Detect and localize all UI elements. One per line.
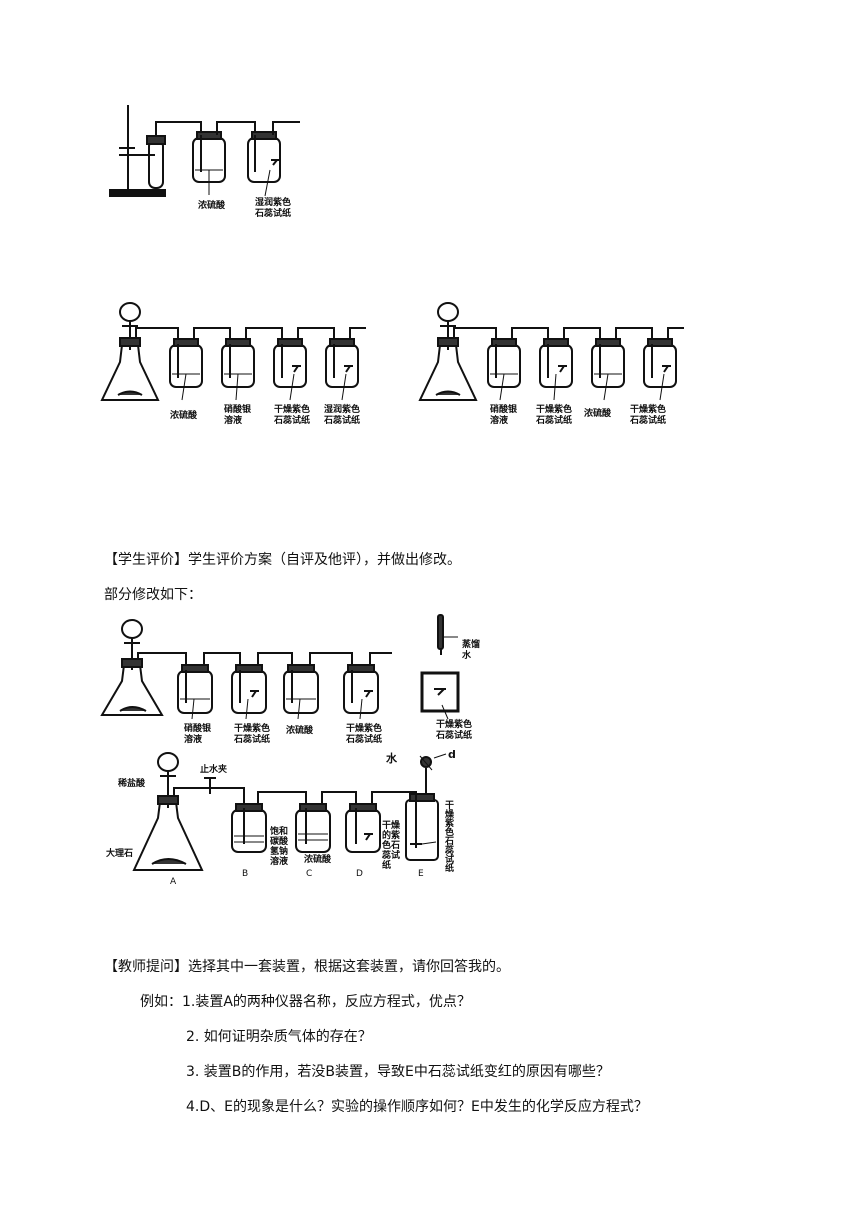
fig5-letter-b: B [242, 869, 248, 879]
question-3: 3. 装置B的作用，若没B装置，导致E中石蕊试纸变红的原因有哪些？ [186, 1064, 610, 1080]
student-evaluation-tag: 【学生评价】 [104, 552, 188, 568]
apparatus-5-drawing: 稀盐酸 止水夹 大理石 饱和 碳酸 氢钠 溶液 浓硫酸 干燥 的紫 色石 蕊试 … [106, 748, 456, 887]
fig5-label-c: 浓硫酸 [304, 853, 332, 865]
fig4-label-4: 浓硫酸 [286, 724, 314, 736]
fig3-label-3: 石蕊试纸 [535, 414, 572, 426]
fig4-label-3: 石蕊试纸 [233, 733, 270, 745]
fig2-label-0: 浓硫酸 [170, 409, 198, 421]
fig4-label-0: 硝酸银 [184, 722, 212, 734]
teacher-question-tag: 【教师提问】 [104, 959, 188, 975]
fig5-label-d-0: 干燥 [382, 819, 401, 831]
fig5-label-d-4: 纸 [382, 859, 391, 871]
question-2: 2. 如何证明杂质气体的存在？ [186, 1029, 372, 1045]
fig3-label-6: 石蕊试纸 [629, 414, 666, 426]
fig5-label-d-2: 色石 [382, 839, 400, 851]
fig5-label-hydrochloric-acid: 稀盐酸 [118, 777, 146, 789]
fig4-label-6: 石蕊试纸 [345, 733, 382, 745]
figure-apparatus-2: 浓硫酸 硝酸银 溶液 干燥紫色 石蕊试纸 湿润紫色 石蕊试纸 [100, 300, 370, 430]
student-evaluation-paragraph: 【学生评价】学生评价方案（自评及他评），并做出修改。 [104, 551, 461, 569]
question-4: 4.D、E的现象是什么？实验的操作顺序如何？E中发生的化学反应方程式？ [186, 1099, 648, 1115]
fig5-label-clamp: 止水夹 [200, 763, 227, 775]
fig5-label-d-3: 蕊试 [382, 849, 400, 861]
apparatus-2-drawing: 浓硫酸 硝酸银 溶液 干燥紫色 石蕊试纸 湿润紫色 石蕊试纸 [100, 302, 366, 426]
fig5-label-marble: 大理石 [106, 847, 133, 859]
fig1-label-0: 浓硫酸 [198, 199, 226, 211]
apparatus-1-drawing: 浓硫酸 湿润紫色 石蕊试纸 [109, 105, 300, 219]
fig5-label-b-1: 碳酸 [270, 835, 289, 847]
fig5-letter-a: A [170, 877, 177, 887]
fig2-label-4: 石蕊试纸 [273, 414, 310, 426]
fig2-label-2: 溶液 [224, 414, 243, 426]
fig2-label-1: 硝酸银 [224, 403, 252, 415]
fig5-label-d-1: 的紫 [382, 829, 400, 841]
fig2-label-6: 石蕊试纸 [323, 414, 360, 426]
question-1: 例如：1.装置A的两种仪器名称，反应方程式，优点？ [140, 994, 471, 1010]
fig4-side-label-3: 石蕊试纸 [435, 729, 472, 741]
fig5-label-b-2: 氢钠 [270, 845, 288, 857]
fig5-letter-d: D [356, 869, 363, 879]
fig5-label-e: 干燥紫色石蕊试纸 [443, 800, 455, 873]
fig2-label-5: 湿润紫色 [324, 403, 360, 415]
fig4-label-1: 溶液 [184, 733, 203, 745]
apparatus-3-drawing: 硝酸银 溶液 干燥紫色 石蕊试纸 浓硫酸 干燥紫色 石蕊试纸 [418, 302, 684, 426]
fig3-label-5: 干燥紫色 [630, 403, 666, 415]
fig4-side-label-1: 水 [462, 649, 472, 661]
fig5-letter-e: E [418, 869, 424, 879]
teacher-question-paragraph: 【教师提问】选择其中一套装置，根据这套装置，请你回答我的。 [104, 958, 510, 976]
fig4-side-label-0: 蒸馏 [462, 638, 480, 650]
fig4-side-label-2: 干燥紫色 [436, 718, 472, 730]
fig5-label-d: d [448, 748, 456, 761]
partial-modification-line: 部分修改如下： [104, 587, 202, 603]
fig5-label-b-3: 溶液 [270, 855, 289, 867]
figure-apparatus-4: 硝酸银 溶液 干燥紫色 石蕊试纸 浓硫酸 干燥紫色 石蕊试纸 蒸馏 水 干燥紫色… [100, 614, 510, 745]
fig4-label-5: 干燥紫色 [346, 722, 382, 734]
fig3-label-0: 硝酸银 [490, 403, 518, 415]
figure-apparatus-5: 稀盐酸 止水夹 大理石 饱和 碳酸 氢钠 溶液 浓硫酸 干燥 的紫 色石 蕊试 … [100, 748, 480, 893]
fig5-letter-c: C [306, 869, 312, 879]
fig3-label-2: 干燥紫色 [536, 403, 572, 415]
fig1-label-1: 湿润紫色 [255, 196, 291, 208]
fig4-label-2: 干燥紫色 [234, 722, 270, 734]
fig2-label-3: 干燥紫色 [274, 403, 310, 415]
teacher-question-body: 选择其中一套装置，根据这套装置，请你回答我的。 [188, 959, 510, 975]
fig3-label-4: 浓硫酸 [584, 407, 612, 419]
fig5-label-b-0: 饱和 [270, 825, 288, 837]
fig3-label-1: 溶液 [490, 414, 509, 426]
fig1-label-2: 石蕊试纸 [254, 207, 291, 219]
apparatus-4-drawing: 硝酸银 溶液 干燥紫色 石蕊试纸 浓硫酸 干燥紫色 石蕊试纸 蒸馏 水 干燥紫色… [100, 614, 480, 745]
figure-apparatus-3: 硝酸银 溶液 干燥紫色 石蕊试纸 浓硫酸 干燥紫色 石蕊试纸 [418, 300, 688, 430]
figure-apparatus-1: 浓硫酸 湿润紫色 石蕊试纸 [105, 100, 305, 225]
student-evaluation-body: 学生评价方案（自评及他评），并做出修改。 [188, 552, 461, 568]
fig5-label-water: 水 [386, 751, 398, 765]
